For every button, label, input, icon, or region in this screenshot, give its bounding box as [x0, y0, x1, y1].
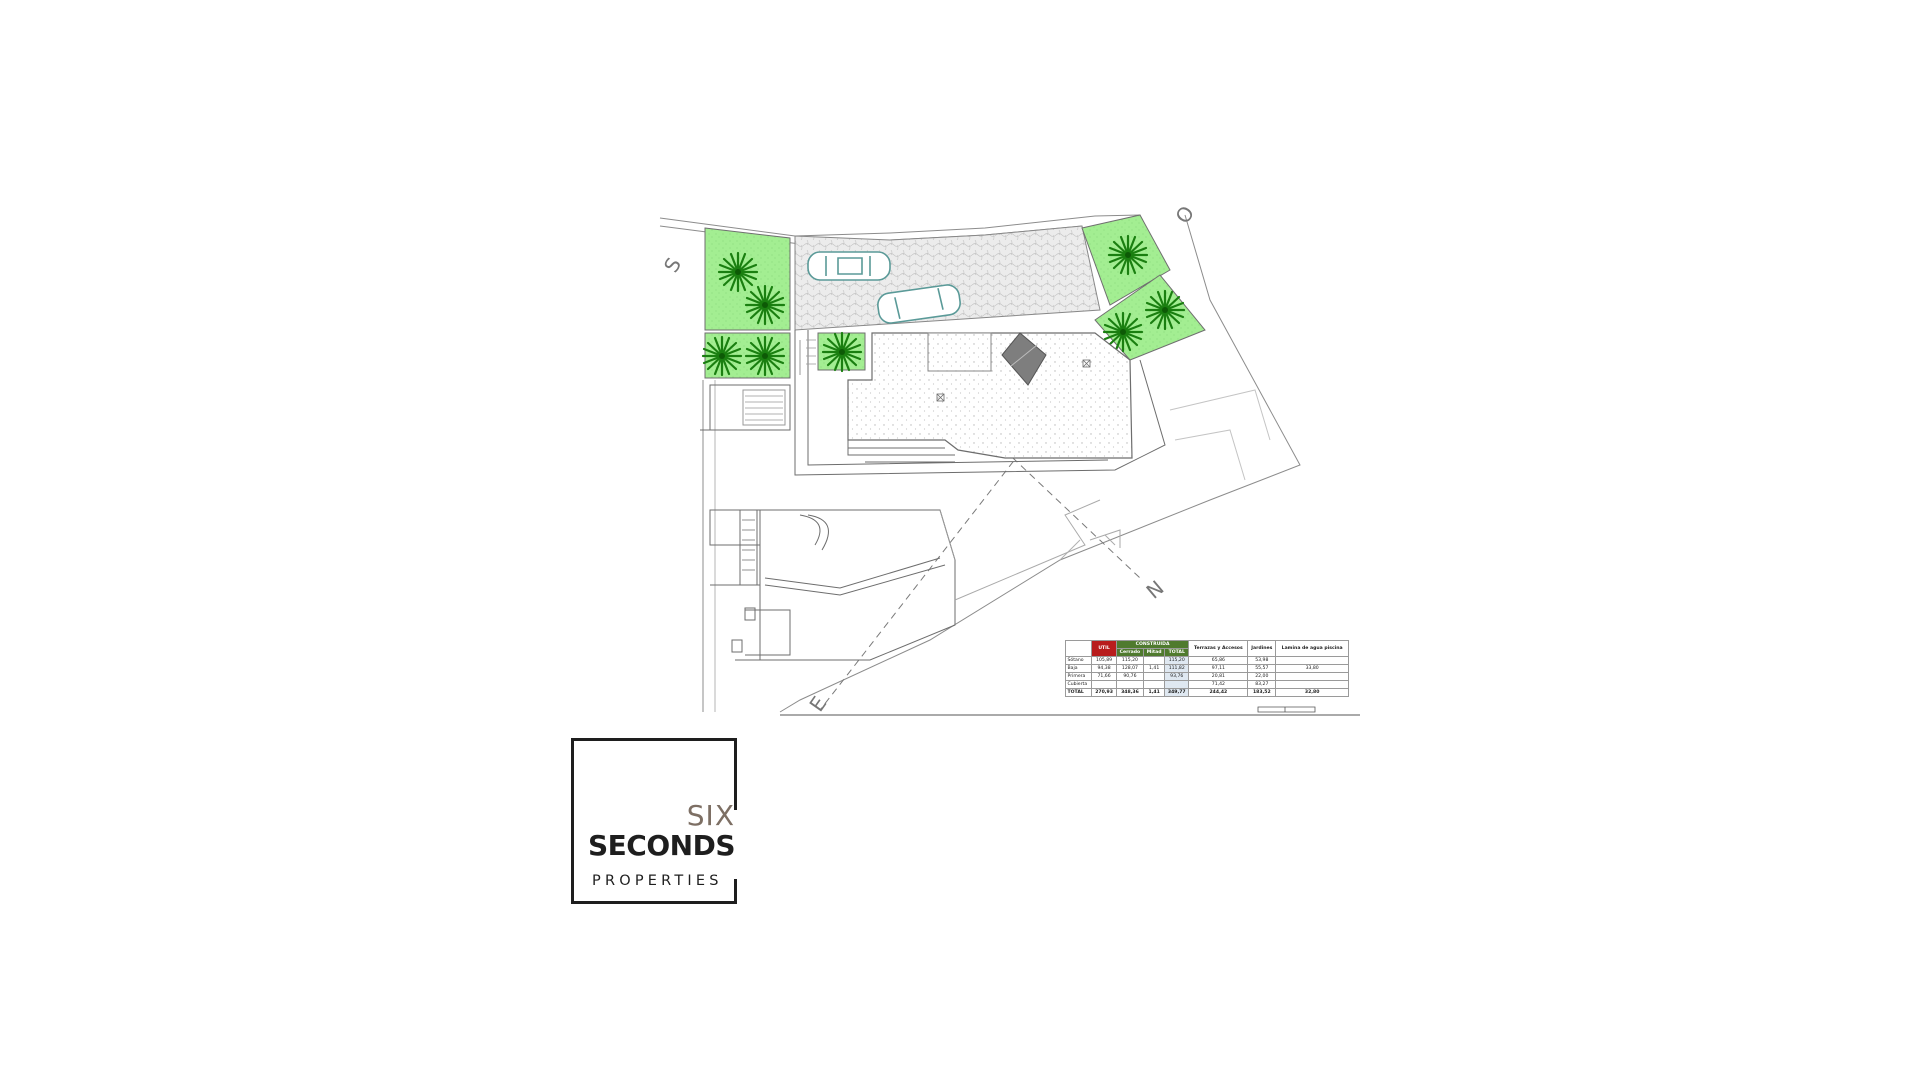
cell-util [1091, 680, 1117, 689]
cell-terrazas: 97,11 [1188, 664, 1249, 673]
header-terrazas: Terrazas y Accesos [1188, 640, 1249, 657]
header-cerrado: Cerrado [1115, 648, 1145, 657]
cell-mitad: 1,41 [1143, 664, 1166, 673]
six-seconds-logo: SIX SECONDS PROPERTIES [571, 738, 737, 904]
row-label: Sótano [1064, 656, 1093, 665]
cell-jardines: 22,00 [1247, 672, 1277, 681]
header-jardines: Jardines [1247, 640, 1277, 657]
header-piscina: Lamina de agua piscina [1275, 640, 1349, 657]
header-mitad: Mitad [1143, 648, 1166, 657]
cell-piscina: 33,80 [1275, 664, 1349, 673]
row-label: Primera [1064, 672, 1093, 681]
cell-jardines: 183,52 [1247, 688, 1277, 697]
header-util: UTIL [1091, 640, 1117, 657]
cell-terrazas: 20,81 [1188, 672, 1249, 681]
row-label: TOTAL [1064, 688, 1093, 697]
cell-util: 105,89 [1091, 656, 1117, 665]
cell-total: 93,76 [1164, 672, 1190, 681]
area-table: UTIL CONSTRUIDA Terrazas y Accesos Jardi… [1064, 640, 1349, 697]
pool-deck [927, 332, 992, 372]
car-2 [877, 284, 961, 324]
cell-terrazas: 244,42 [1188, 688, 1249, 697]
cell-total: 111,82 [1164, 664, 1190, 673]
cell-cerrado: 128,07 [1115, 664, 1145, 673]
cell-cerrado: 115,20 [1115, 656, 1145, 665]
cell-piscina [1275, 672, 1349, 681]
logo-six: SIX [686, 799, 735, 832]
row-label: Baja [1064, 664, 1093, 673]
cell-total [1164, 680, 1190, 689]
cell-terrazas: 71,42 [1188, 680, 1249, 689]
house-outline [700, 330, 1166, 661]
cell-jardines: 55,57 [1247, 664, 1277, 673]
scale-bar [1257, 706, 1316, 713]
cell-jardines: 83,27 [1247, 680, 1277, 689]
compass-south: S [659, 254, 686, 277]
cell-piscina [1275, 656, 1349, 665]
cell-jardines: 53,98 [1247, 656, 1277, 665]
cell-mitad [1143, 656, 1166, 665]
header-construida: CONSTRUIDA [1115, 640, 1190, 649]
cell-util: 71,66 [1091, 672, 1117, 681]
cell-util: 270,93 [1091, 688, 1117, 697]
logo-properties: PROPERTIES [592, 873, 723, 889]
car-1 [807, 251, 891, 281]
cell-cerrado: 348,36 [1115, 688, 1145, 697]
cell-cerrado: 90,76 [1115, 672, 1145, 681]
compass-east: E [804, 692, 831, 716]
header-total: TOTAL [1164, 648, 1190, 657]
cell-util: 94,38 [1091, 664, 1117, 673]
cell-total: 349,77 [1164, 688, 1190, 697]
cell-terrazas: 65,86 [1188, 656, 1249, 665]
cell-mitad [1143, 672, 1166, 681]
cell-piscina [1275, 680, 1349, 689]
compass-west: O [1170, 201, 1199, 228]
cell-total: 115,20 [1164, 656, 1190, 665]
garden-north-west [704, 227, 791, 331]
cell-mitad: 1,41 [1143, 688, 1166, 697]
logo-seconds: SECONDS [588, 829, 736, 862]
cell-cerrado [1115, 680, 1145, 689]
compass-north: N [1142, 576, 1169, 604]
table-corner [1064, 640, 1093, 657]
terrace [847, 332, 1133, 459]
cell-piscina: 32,80 [1275, 688, 1349, 697]
cell-mitad [1143, 680, 1166, 689]
row-label: Cubierta [1064, 680, 1093, 689]
